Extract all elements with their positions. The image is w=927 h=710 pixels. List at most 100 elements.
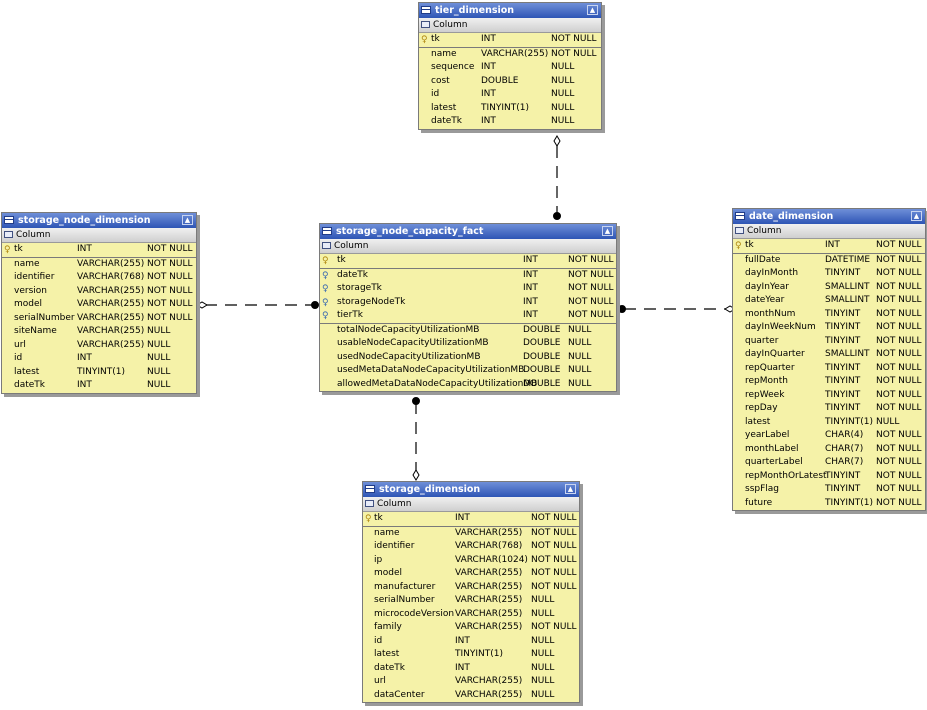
column-nullability: NOT NULL — [531, 554, 577, 565]
column-name: repMonth — [745, 376, 788, 386]
column-grid-icon — [4, 231, 13, 238]
column-nullability: NOT NULL — [876, 457, 922, 467]
table-title-bar[interactable]: storage_node_dimension▲ — [2, 213, 196, 228]
collapse-icon[interactable]: ▲ — [587, 5, 598, 15]
column-nullability: NOT NULL — [531, 527, 577, 538]
collapse-icon[interactable]: ▲ — [911, 211, 922, 221]
column-name: tk — [374, 513, 383, 523]
column-row[interactable]: allowedMetaDataNodeCapacityUtilizationMB… — [320, 378, 616, 392]
column-header: Column — [733, 224, 925, 239]
column-name: serialNumber — [14, 312, 75, 323]
collapse-icon[interactable]: ▲ — [602, 226, 613, 236]
column-name: name — [374, 527, 400, 538]
table-icon — [4, 216, 14, 224]
column-name: future — [745, 497, 773, 508]
primary-key-icon: ♀ — [421, 35, 428, 45]
collapse-icon[interactable]: ▲ — [565, 484, 576, 494]
column-name: ip — [374, 554, 383, 565]
table-title-bar[interactable]: date_dimension▲ — [733, 209, 925, 224]
column-type: TINYINT — [825, 308, 861, 319]
column-type: INT — [77, 353, 92, 363]
column-nullability: NOT NULL — [876, 254, 922, 265]
collapse-icon[interactable]: ▲ — [182, 215, 193, 225]
column-name: usedMetaDataNodeCapacityUtilizationMB — [337, 365, 525, 375]
table-title-bar[interactable]: tier_dimension▲ — [419, 3, 601, 18]
table-title-bar[interactable]: storage_dimension▲ — [363, 482, 579, 497]
column-type: INT — [523, 296, 538, 307]
column-nullability: NOT NULL — [876, 470, 922, 481]
column-header-label: Column — [377, 499, 412, 509]
table-title-bar[interactable]: storage_node_capacity_fact▲ — [320, 224, 616, 239]
relationship-end-dot — [311, 301, 319, 309]
column-type: VARCHAR(255) — [77, 339, 145, 350]
